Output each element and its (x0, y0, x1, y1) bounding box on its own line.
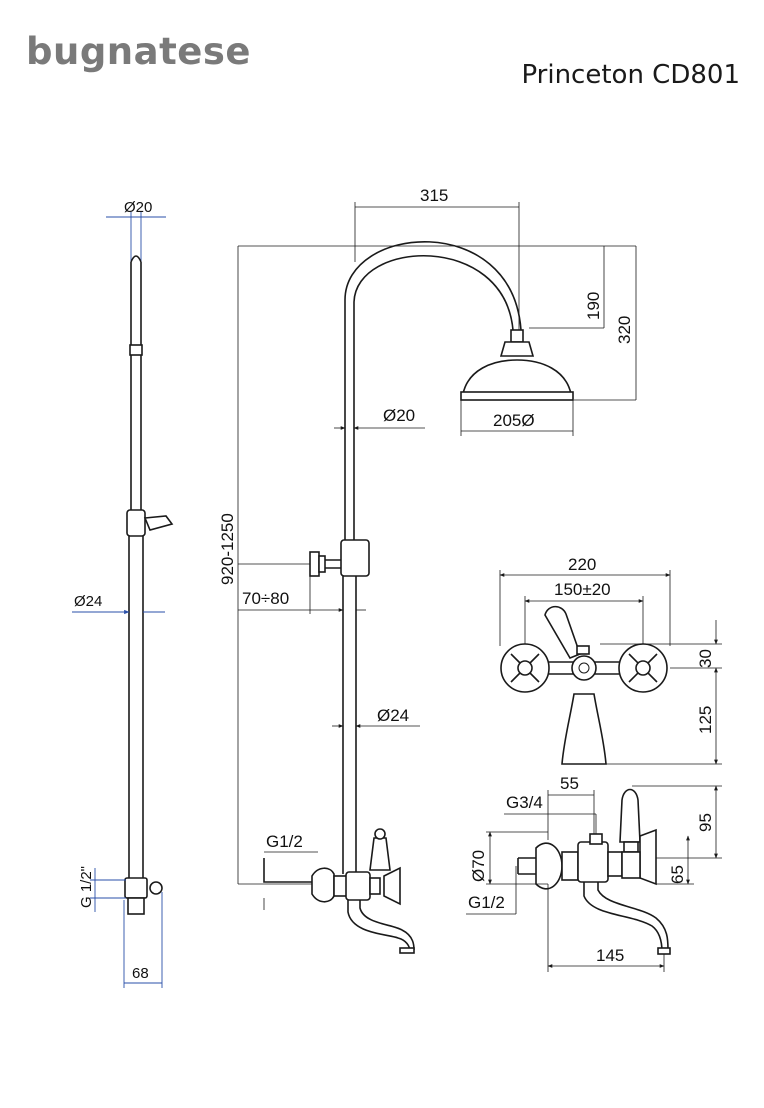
shower-head-dome (462, 359, 572, 395)
shower-head-rim (460, 391, 574, 401)
spout-inner (359, 900, 415, 951)
wall-eccentric (311, 867, 335, 903)
side-body (577, 841, 609, 883)
dim-w145: 145 (596, 946, 624, 965)
side-top-stem (589, 833, 603, 845)
mixer-side-view: 55 G3/4 95 65 Ø70 G1/2 (466, 774, 722, 972)
side-spout-inner (597, 882, 669, 951)
dim-d24-mid: Ø24 (377, 706, 409, 725)
bottom-fitting-cap (149, 881, 163, 895)
lower-pipe (128, 536, 144, 878)
lever-cap (374, 828, 386, 840)
spout-outer (347, 900, 411, 953)
column-sleeve (340, 539, 370, 577)
side-cross-handle (639, 828, 657, 886)
mixer-nut-right (369, 877, 381, 895)
slider-knob (143, 515, 174, 531)
dim-d205: 205Ø (493, 411, 535, 430)
side-lever (619, 788, 641, 843)
inlet-stub (517, 857, 536, 875)
mixer-front-view: 220 150±20 30 125 (499, 555, 722, 765)
wall-eccentric-side (535, 842, 563, 890)
dim-h65: 65 (668, 865, 687, 884)
gooseneck-arm-outer (344, 241, 522, 338)
dim-d24-left: Ø24 (74, 593, 102, 610)
dim-h30: 30 (696, 649, 715, 668)
column-lower (342, 576, 357, 874)
lever-handle (369, 837, 391, 871)
model-title: Princeton CD801 (521, 60, 740, 90)
dim-h320: 320 (615, 316, 634, 344)
dim-h190: 190 (584, 292, 603, 320)
side-cross-hub (621, 851, 641, 879)
spout-tip (399, 947, 415, 954)
dim-g12-right: G1/2 (468, 893, 505, 912)
side-view: Ø20 Ø24 G 1/2" 68 (72, 199, 174, 988)
side-spout-outer (583, 882, 663, 953)
head-connector (510, 329, 524, 343)
dim-w150: 150±20 (554, 580, 611, 599)
dim-h125: 125 (696, 706, 715, 734)
left-cross-hub (517, 660, 533, 676)
front-view: 315 190 320 205Ø Ø20 (218, 186, 637, 954)
side-nut (561, 851, 579, 881)
dim-r70-80: 70÷80 (242, 589, 289, 608)
dim-w68: 68 (132, 965, 149, 982)
column-upper (344, 338, 355, 540)
dim-g34: G3/4 (506, 793, 543, 812)
bottom-fitting (124, 877, 148, 899)
upper-pipe (130, 255, 142, 510)
pipe-collar (129, 344, 143, 356)
diverter-knob (571, 655, 597, 681)
head-nut (499, 341, 535, 357)
dim-d20-mid: Ø20 (383, 406, 415, 425)
dim-g12-mid: G1/2 (266, 832, 303, 851)
dim-g12-left: G 1/2" (78, 866, 95, 908)
side-nut-right (607, 851, 623, 877)
mixer-body (345, 871, 371, 901)
dim-w315: 315 (420, 186, 448, 205)
right-cross-hub (635, 660, 651, 676)
brand-logo: bugnatese (26, 30, 252, 73)
dim-d20-top: Ø20 (124, 199, 152, 216)
inlet-pipe (263, 858, 312, 883)
gooseneck-arm-inner (353, 255, 514, 338)
dim-h920-1250: 920-1250 (218, 513, 237, 585)
slider-bracket (126, 509, 146, 537)
wall-flange-nut (318, 555, 326, 573)
cross-handle (383, 866, 401, 906)
side-spout-tip (657, 947, 671, 955)
dim-w220: 220 (568, 555, 596, 574)
diverter-knob-center (578, 662, 590, 674)
bottom-nut (127, 897, 145, 915)
side-lever-base (623, 841, 639, 853)
diverter-lever (544, 605, 582, 659)
dim-w55: 55 (560, 774, 579, 793)
dim-h95: 95 (696, 813, 715, 832)
wall-flange (309, 551, 320, 577)
dim-d70: Ø70 (469, 850, 488, 882)
diverter-stem (576, 645, 590, 655)
spout-front (561, 693, 607, 765)
